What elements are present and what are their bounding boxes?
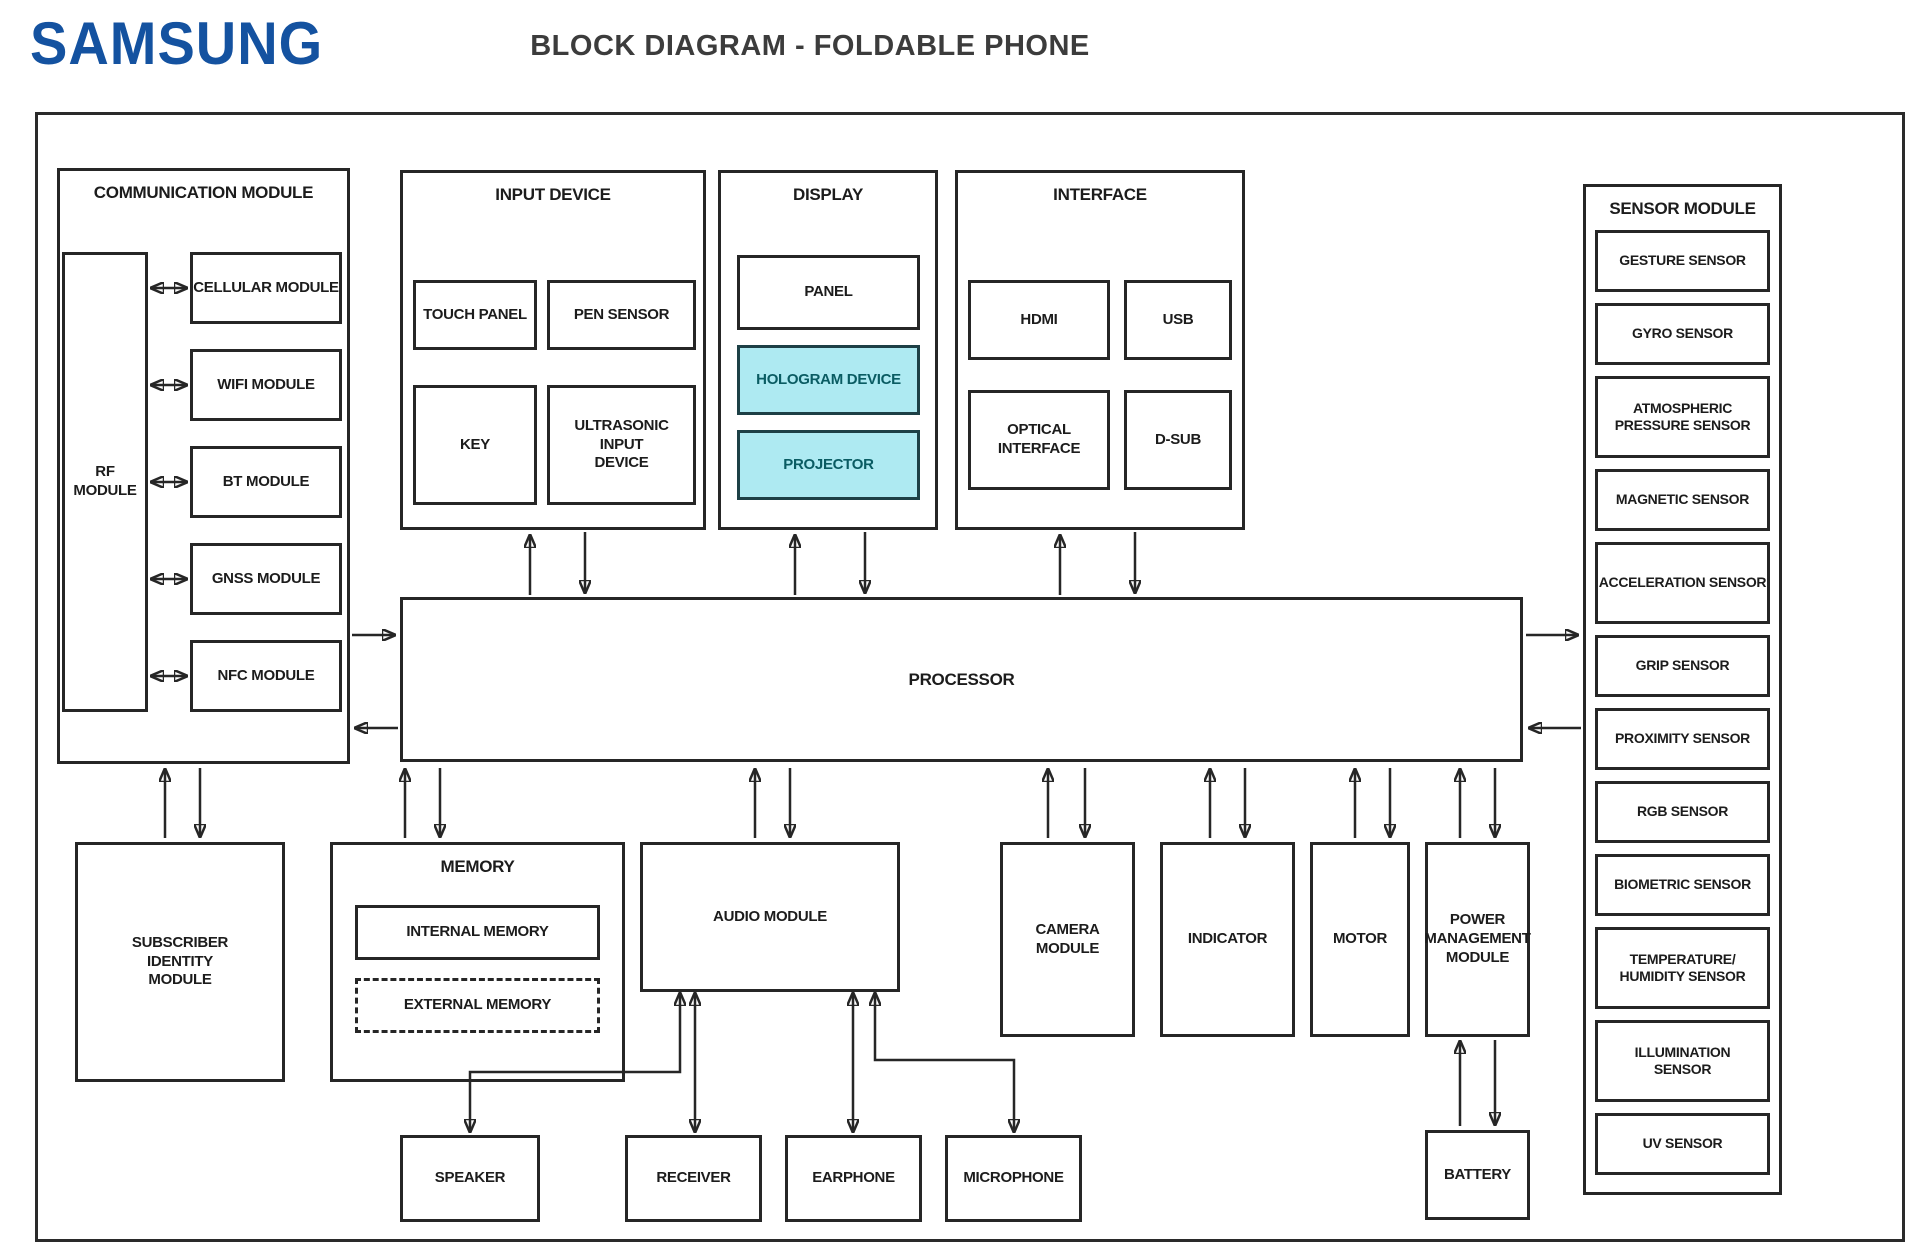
external-memory-box: EXTERNAL MEMORY [355, 978, 600, 1033]
projector-box: PROJECTOR [737, 430, 920, 500]
internal-memory-box: INTERNAL MEMORY [355, 905, 600, 960]
diagram-outer-border [35, 112, 1905, 1242]
biometric-sensor-box: BIOMETRIC SENSOR [1595, 854, 1770, 916]
cellular-module-box: CELLULAR MODULE [190, 252, 342, 324]
wifi-module-box: WIFI MODULE [190, 349, 342, 421]
acceleration-sensor-box: ACCELERATION SENSOR [1595, 542, 1770, 624]
atmospheric-pressure-sensor-box: ATMOSPHERIC PRESSURE SENSOR [1595, 376, 1770, 458]
uv-sensor-box: UV SENSOR [1595, 1113, 1770, 1175]
d-sub-box: D-SUB [1124, 390, 1232, 490]
memory-label: MEMORY [440, 857, 515, 876]
communication-module-label: COMMUNICATION MODULE [93, 183, 314, 202]
audio-module-box: AUDIO MODULE [640, 842, 900, 992]
panel-box: PANEL [737, 255, 920, 330]
power-management-module-box: POWER MANAGEMENT MODULE [1424, 842, 1531, 1037]
memory-box: MEMORY [330, 842, 625, 1082]
proximity-sensor-box: PROXIMITY SENSOR [1595, 708, 1770, 770]
magnetic-sensor-box: MAGNETIC SENSOR [1595, 469, 1770, 531]
processor-box: PROCESSOR [400, 597, 1523, 762]
hdmi-box: HDMI [968, 280, 1110, 360]
sensor-module-label: SENSOR MODULE [1609, 199, 1756, 218]
receiver-box: RECEIVER [625, 1135, 762, 1222]
speaker-box: SPEAKER [400, 1135, 540, 1222]
microphone-box: MICROPHONE [945, 1135, 1082, 1222]
page-title: BLOCK DIAGRAM - FOLDABLE PHONE [530, 30, 1090, 62]
ultrasonic-input-device-box: ULTRASONIC INPUT DEVICE [547, 385, 696, 505]
motor-box: MOTOR [1310, 842, 1410, 1037]
subscriber-identity-module-box: SUBSCRIBER IDENTITY MODULE [75, 842, 285, 1082]
hologram-device-box: HOLOGRAM DEVICE [737, 345, 920, 415]
camera-module-label: CAMERA MODULE [1035, 920, 1100, 957]
battery-box: BATTERY [1425, 1130, 1530, 1220]
samsung-logo: SAMSUNG [30, 9, 324, 78]
usb-box: USB [1124, 280, 1232, 360]
rf-module-box: RF MODULE [62, 252, 148, 712]
pen-sensor-box: PEN SENSOR [547, 280, 696, 350]
gyro-sensor-box: GYRO SENSOR [1595, 303, 1770, 365]
touch-panel-box: TOUCH PANEL [413, 280, 537, 350]
gesture-sensor-box: GESTURE SENSOR [1595, 230, 1770, 292]
temperature-humidity-sensor-box: TEMPERATURE/ HUMIDITY SENSOR [1595, 927, 1770, 1009]
nfc-module-box: NFC MODULE [190, 640, 342, 712]
rgb-sensor-box: RGB SENSOR [1595, 781, 1770, 843]
gnss-module-box: GNSS MODULE [190, 543, 342, 615]
interface-label: INTERFACE [1053, 185, 1147, 204]
earphone-box: EARPHONE [785, 1135, 922, 1222]
indicator-box: INDICATOR [1160, 842, 1295, 1037]
display-label: DISPLAY [792, 185, 864, 204]
optical-interface-label: OPTICAL INTERFACE [997, 421, 1081, 457]
ultrasonic-input-device-label: ULTRASONIC INPUT DEVICE [574, 416, 669, 472]
input-device-label: INPUT DEVICE [495, 185, 611, 204]
subscriber-identity-module-label: SUBSCRIBER IDENTITY MODULE [131, 933, 229, 989]
grip-sensor-box: GRIP SENSOR [1595, 635, 1770, 697]
illumination-sensor-box: ILLUMINATION SENSOR [1595, 1020, 1770, 1102]
optical-interface-box: OPTICAL INTERFACE [968, 390, 1110, 490]
bt-module-box: BT MODULE [190, 446, 342, 518]
key-box: KEY [413, 385, 537, 505]
camera-module-box: CAMERA MODULE [1000, 842, 1135, 1037]
illumination-sensor-label: ILLUMINATION SENSOR [1634, 1043, 1731, 1078]
